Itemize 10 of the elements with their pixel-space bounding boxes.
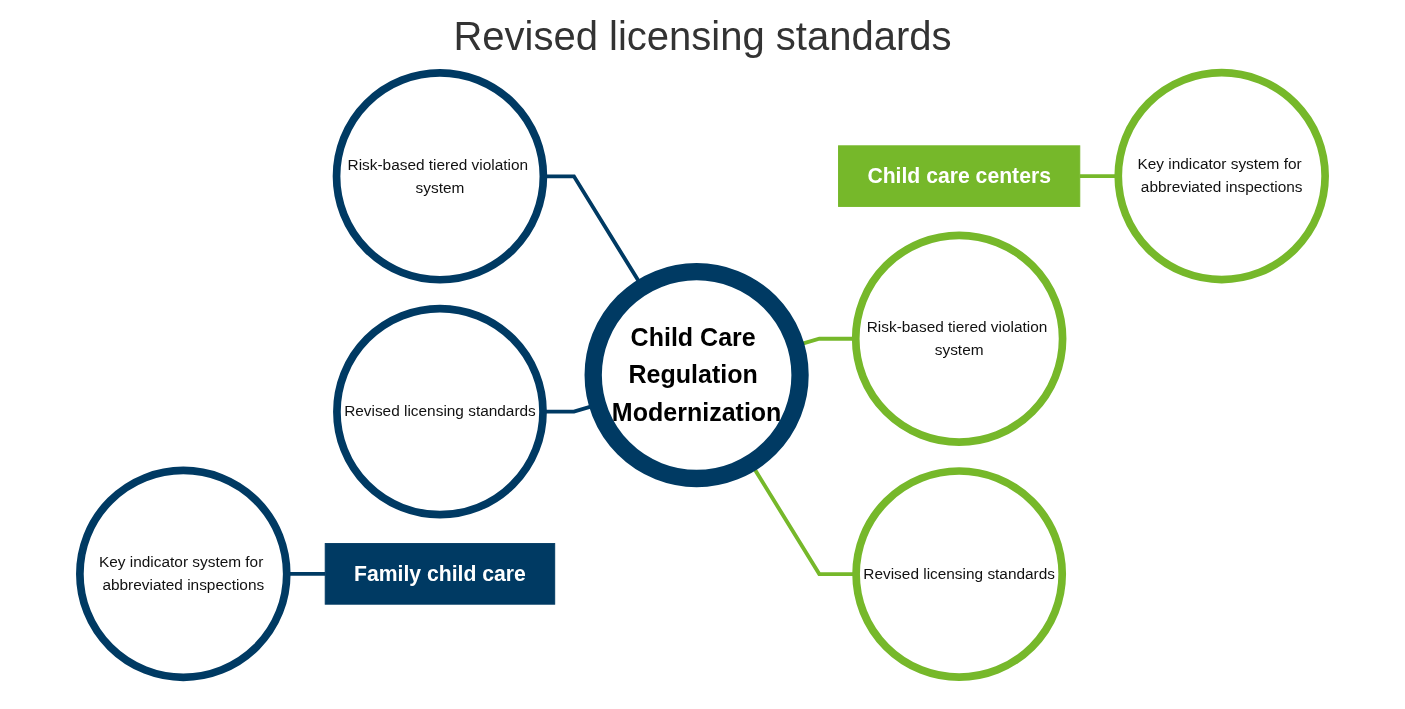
node-circle: Revised licensing standards: [333, 304, 547, 519]
node-box: Family child care: [324, 543, 556, 605]
node-circle: Risk-based tiered violation system: [332, 69, 548, 284]
title: Revised licensing standards: [452, 14, 953, 59]
node-circle: Key indicator system for abbreviated inspections: [1114, 68, 1329, 284]
node-circle: Key indicator system for abbreviated inspections: [76, 466, 291, 682]
node-circle: Revised licensing standards: [852, 467, 1067, 681]
node-circle: Child Care Regulation Modernization: [584, 263, 809, 488]
node-box: Child care centers: [838, 145, 1081, 207]
node-circle: Risk-based tiered violation system: [851, 231, 1067, 446]
